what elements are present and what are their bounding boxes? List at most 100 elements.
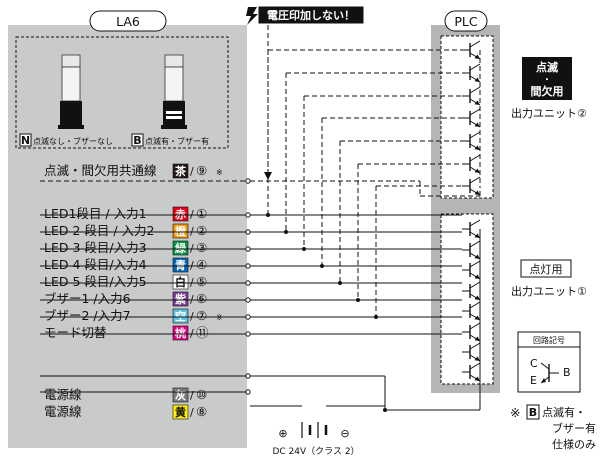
circuit-c: C [530,357,538,370]
wire-label: 電源線 [44,387,82,402]
footnote-line1: 点滅有・ [542,405,586,419]
wire-number: ④ [196,257,207,272]
wire-color-name: 紫 [175,292,186,306]
wire-terminal [245,263,251,269]
wire-row: 点滅・間欠用共通線 茶/⑨ ※ [40,163,251,184]
wire-color-swatch [172,308,189,324]
wire-number: ⑥ [196,291,207,306]
footnote-code-box [526,404,540,420]
wire-color-name: 緑 [175,241,187,255]
plc-title: PLC [454,14,478,29]
wire-color-swatch [172,257,189,273]
dc-power-supply [301,422,328,438]
wire-color-name: 白 [175,275,186,289]
wire-number: ⑨ [196,163,207,178]
wire-color-name: 桃 [175,326,186,340]
blink-unit-label: 出力ユニット② [511,106,587,120]
circuit-b: B [563,366,571,379]
wire-color-name: 茶 [174,164,187,178]
wire-terminal [245,331,251,337]
wire-row: 電源線黄/⑧ [40,389,251,420]
wire-slash: / [190,389,194,402]
wire-color-swatch [172,274,189,290]
steady-unit-label: 出力ユニット① [511,284,587,298]
wire-label: LED 3 段目/入力3 [44,240,147,255]
variant-n-code-box [19,133,32,147]
wire-terminal [245,297,251,303]
footnote-line2: ブザー有 [552,421,596,435]
footnote-code: B [529,406,537,419]
npn-transistor-icon [540,362,559,384]
wire-number: ⑤ [196,274,207,289]
footnote-mark: ※ [510,405,520,420]
wire-terminal [245,373,251,379]
power-plus: ⊕ [278,427,287,440]
variant-b-code: B [133,134,141,147]
steady-label: 点灯用 [530,263,563,276]
tower-light-n-icon [58,54,84,129]
wire-note: ※ [216,168,223,177]
wire-number: ③ [196,240,207,255]
wire-color-name: 灰 [175,388,186,402]
variant-n-label: 点滅なし・ブザーなし [33,136,113,146]
wire-label: LED1段目 / 入力1 [44,206,147,221]
circuit-e: E [530,374,537,387]
wiring-layer [250,25,481,412]
wire-color-swatch [172,325,189,341]
blink-badge: 点滅 ・ 間欠用 [522,57,572,100]
wire-color-name: 空 [175,309,186,323]
plc-title-box [444,10,488,32]
wire-color-swatch [172,223,189,239]
wire-slash: / [190,165,194,178]
blink-badge-line1: 点滅 [536,60,558,74]
warning-badge: 電圧印加しない！ [246,6,364,25]
wire-number: ⑪ [196,325,209,340]
wire-number: ① [196,206,207,221]
wire-label: 点滅・間欠用共通線 [44,163,157,178]
wire-color-name: 青 [175,258,186,272]
plc-output-unit-2 [440,35,494,199]
power-minus: ⊖ [340,427,349,440]
wire-color-name: 橙 [175,224,187,238]
wire-color-name: 赤 [175,207,186,221]
wire-terminal [245,246,251,252]
blink-badge-line3: 間欠用 [531,84,564,98]
blink-badge-line2: ・ [543,75,551,84]
wire-terminal [245,178,251,184]
wire-label: LED 2 段目 / 入力2 [44,223,155,238]
wire-label: ブザー1 /入力6 [44,291,131,306]
steady-label-box [520,259,572,278]
wire-color-swatch [172,163,189,179]
variant-b-code-box [131,133,144,147]
footnote-line3: 仕様のみ [552,437,596,451]
la6-panel [8,25,247,448]
wire-color-swatch [172,206,189,222]
plc-output-unit-1 [440,213,494,385]
wire-label: 電源線 [44,404,82,419]
wire-number: ⑦ [196,308,207,323]
wire-terminal [245,280,251,286]
wire-label: モード切替 [44,325,107,340]
wire-terminal [245,314,251,320]
circuit-symbol-title: 回路記号 [533,335,565,345]
circuit-symbol-legend: 回路記号 C E B [517,331,581,393]
la6-title-box [89,10,167,32]
variant-b-label: 点滅有・ブザー有 [145,136,209,146]
wire-label: LED 5 段目/入力5 [44,274,147,289]
wire-slash: / [190,406,194,419]
variant-n-code: N [21,134,30,147]
wire-number: ⑩ [196,387,207,402]
warning-text: 電圧印加しない！ [267,8,355,22]
wire-color-swatch [172,291,189,307]
power-label: DC 24V（クラス 2） [272,446,359,457]
